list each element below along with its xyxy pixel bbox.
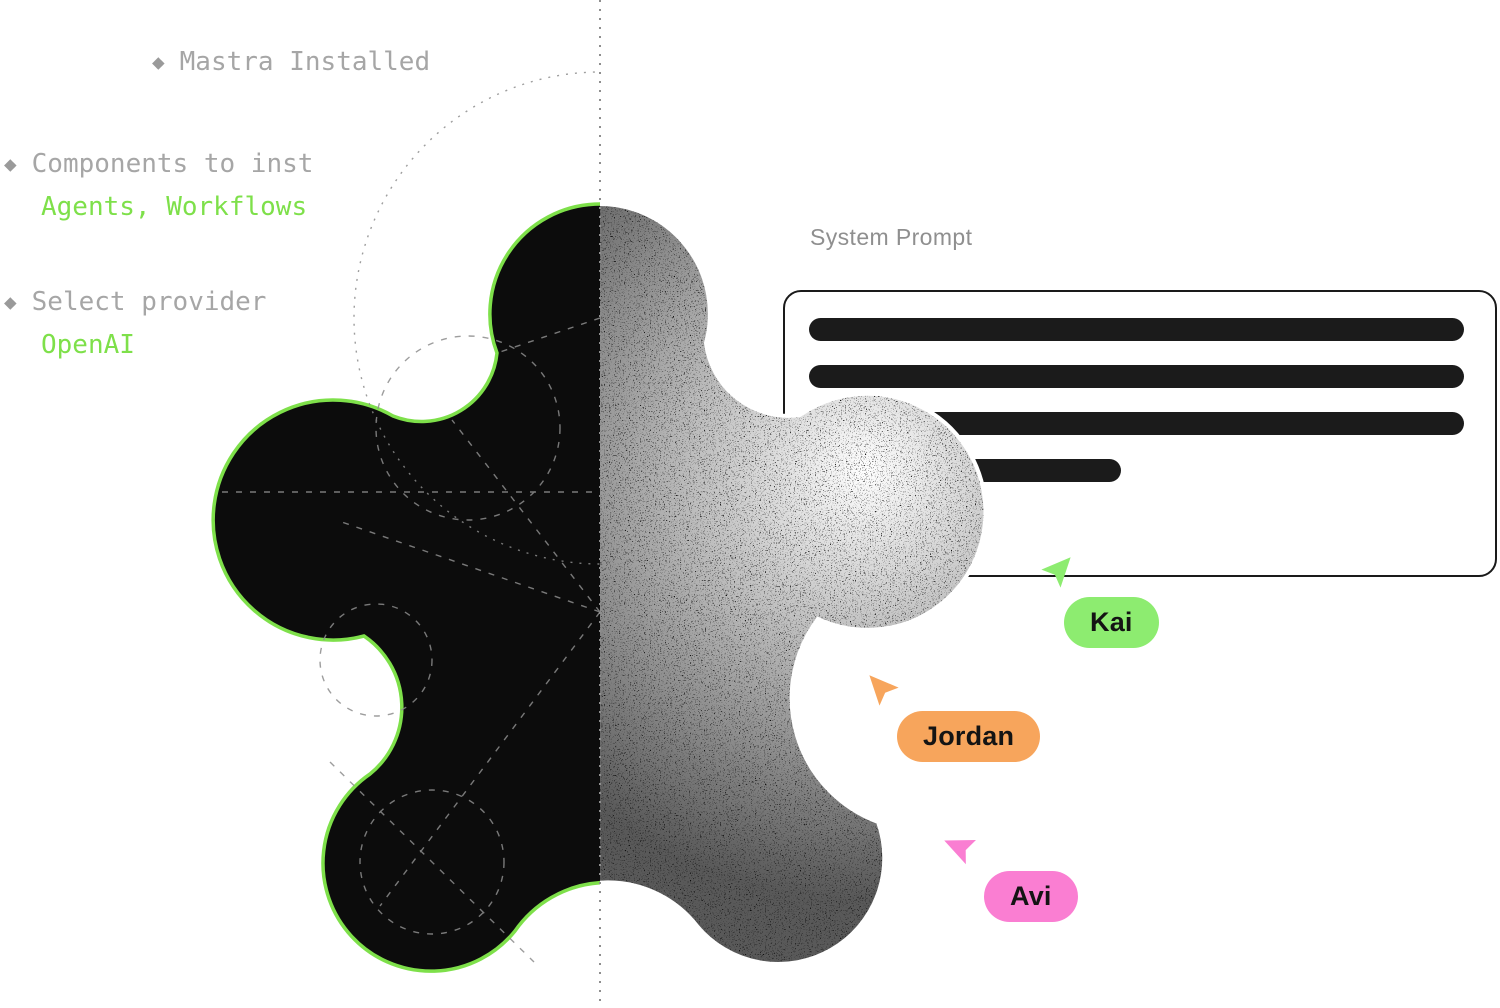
user-name-pill-kai: Kai xyxy=(1064,597,1159,648)
construction-guides xyxy=(222,71,600,963)
prompt-lines xyxy=(809,318,1471,482)
diamond-icon: ◆ xyxy=(4,152,17,177)
terminal-step-value: OpenAI xyxy=(41,329,135,360)
system-prompt-title: System Prompt xyxy=(810,224,973,250)
terminal-step-value: Agents, Workflows xyxy=(41,191,308,222)
terminal-step-label: Select provider xyxy=(31,287,267,317)
cursor-icon-avi xyxy=(940,824,988,873)
terminal-step-label: Components to inst xyxy=(31,149,314,179)
diamond-icon: ◆ xyxy=(152,50,165,75)
terminal-step-installed: ◆ Mastra Installed xyxy=(152,47,431,78)
user-name-pill-jordan: Jordan xyxy=(897,711,1041,762)
cursor-icon-jordan xyxy=(866,672,902,710)
prompt-line xyxy=(809,412,1464,435)
user-name-pill-avi: Avi xyxy=(984,871,1078,922)
user-name: Kai xyxy=(1090,607,1133,637)
cursor-icon-kai xyxy=(1038,554,1074,592)
prompt-line xyxy=(809,365,1464,388)
user-name: Avi xyxy=(1010,881,1052,911)
terminal-step-components: ◆ Components to inst Agents, Workflows xyxy=(4,149,314,223)
user-name: Jordan xyxy=(923,721,1015,751)
prompt-line xyxy=(809,459,1121,482)
terminal-step-label: Mastra Installed xyxy=(179,47,431,77)
terminal-step-provider: ◆ Select provider OpenAI xyxy=(4,287,267,361)
diamond-icon: ◆ xyxy=(4,290,17,315)
prompt-line xyxy=(809,318,1464,341)
system-prompt-panel xyxy=(783,290,1497,577)
